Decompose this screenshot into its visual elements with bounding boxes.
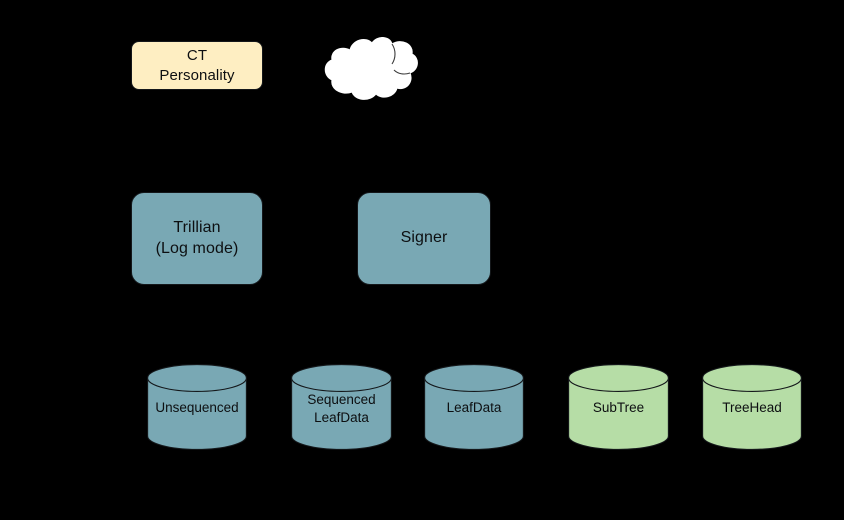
cylinder-shape bbox=[291, 364, 392, 450]
database-treehead[interactable]: TreeHead bbox=[702, 364, 802, 450]
cylinder-shape bbox=[147, 364, 247, 450]
database-leafdata[interactable]: LeafData bbox=[424, 364, 524, 450]
database-subtree[interactable]: SubTree bbox=[568, 364, 669, 450]
cylinder-shape bbox=[424, 364, 524, 450]
cloud-shape bbox=[324, 37, 418, 100]
node-ct-personality[interactable]: CT Personality bbox=[131, 41, 263, 90]
node-signer[interactable]: Signer bbox=[357, 192, 491, 285]
node-ct-personality-label: CT Personality bbox=[159, 47, 235, 84]
node-signer-label: Signer bbox=[400, 229, 448, 247]
database-sequenced-leafdata[interactable]: Sequenced LeafData bbox=[291, 364, 392, 450]
cloud-icon bbox=[322, 34, 420, 102]
cylinder-shape bbox=[702, 364, 802, 450]
node-trillian-log-mode-label: Trillian (Log mode) bbox=[155, 219, 239, 257]
node-trillian-log-mode[interactable]: Trillian (Log mode) bbox=[131, 192, 263, 285]
database-unsequenced[interactable]: Unsequenced bbox=[147, 364, 247, 450]
cylinder-shape bbox=[568, 364, 669, 450]
